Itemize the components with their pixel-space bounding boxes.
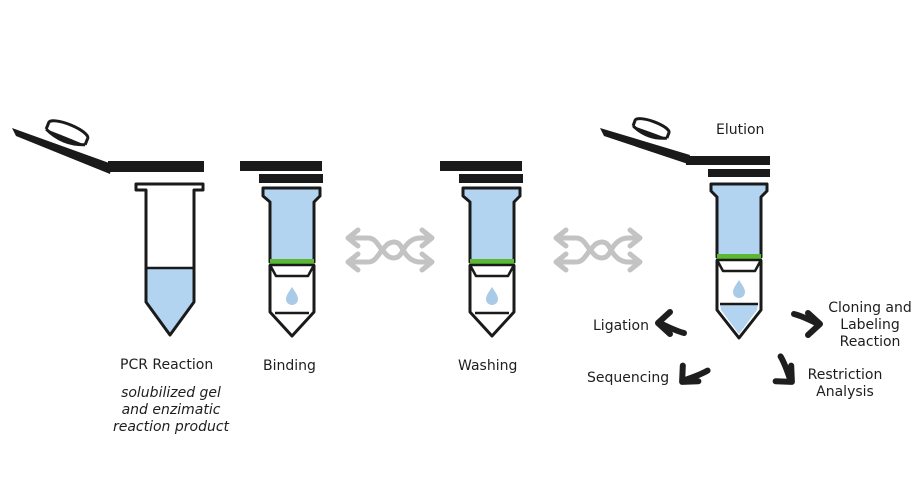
elution-column-liquid xyxy=(711,184,767,257)
elution-column-membrane xyxy=(717,254,761,260)
elution-column-eluate xyxy=(720,304,758,334)
ligation-arrow-icon xyxy=(658,312,684,334)
pcr-note-line-2: and enzimatic xyxy=(121,402,221,418)
binding-column-lower xyxy=(268,265,316,338)
binding-column-rim xyxy=(259,174,323,183)
binding-drop-icon xyxy=(286,287,298,305)
pcr-tube-liquid xyxy=(147,268,193,333)
pcr-tube xyxy=(12,119,205,337)
washing-column-liquid xyxy=(463,188,520,262)
sequencing-arrow-icon xyxy=(674,356,708,390)
binding-column-membrane xyxy=(270,259,314,265)
elution-drop-icon xyxy=(733,280,745,298)
elution-column-rim xyxy=(708,169,770,177)
application-label-cloning: Cloning and Labeling Reaction xyxy=(820,300,920,351)
step-label-washing: Washing xyxy=(458,358,518,374)
application-label-restriction: Restriction Analysis xyxy=(800,367,890,401)
pcr-note-line-1: solubilized gel xyxy=(121,385,221,401)
pcr-tube-lid-arm xyxy=(12,128,112,174)
pcr-note-line-3: reaction product xyxy=(112,419,230,435)
pcr-tube-rim xyxy=(108,161,204,172)
restriction-line-2: Analysis xyxy=(816,384,874,400)
step-label-elution: Elution xyxy=(716,122,765,138)
cloning-line-2: Labeling xyxy=(840,317,900,333)
elution-column-rim-top xyxy=(686,156,770,165)
restriction-line-1: Restriction xyxy=(807,367,883,383)
mix-arrows-icon-2 xyxy=(556,230,640,270)
washing-column-frit xyxy=(468,263,516,278)
elution-column-frit xyxy=(715,258,763,273)
elution-column-cap xyxy=(631,117,671,140)
application-label-sequencing: Sequencing xyxy=(587,370,670,386)
step-label-binding: Binding xyxy=(263,358,316,374)
step-label-pcr: PCR Reaction xyxy=(120,357,214,373)
restriction-arrow-icon xyxy=(766,356,800,390)
application-label-ligation: Ligation xyxy=(593,318,649,334)
washing-column-rim xyxy=(459,174,523,183)
washing-column xyxy=(440,161,523,338)
binding-column-frit xyxy=(268,263,316,278)
washing-column-cap xyxy=(440,161,522,171)
pcr-tube-cap xyxy=(44,119,90,147)
elution-column-lid-arm xyxy=(600,128,690,164)
elution-column xyxy=(600,117,770,340)
binding-column-cap xyxy=(240,161,322,171)
cloning-line-3: Reaction xyxy=(839,334,901,350)
binding-column xyxy=(240,161,323,338)
washing-column-membrane xyxy=(470,259,514,265)
washing-column-lower xyxy=(468,265,516,338)
elution-column-lower xyxy=(715,260,763,340)
cloning-line-1: Cloning and xyxy=(828,300,912,316)
binding-column-liquid xyxy=(263,188,320,262)
pcr-note: solubilized gel and enzimatic reaction p… xyxy=(96,385,246,436)
washing-drop-icon xyxy=(486,287,498,305)
pcr-tube-body xyxy=(134,182,205,337)
cloning-arrow-icon xyxy=(794,313,820,335)
mix-arrows-icon-1 xyxy=(348,230,432,270)
